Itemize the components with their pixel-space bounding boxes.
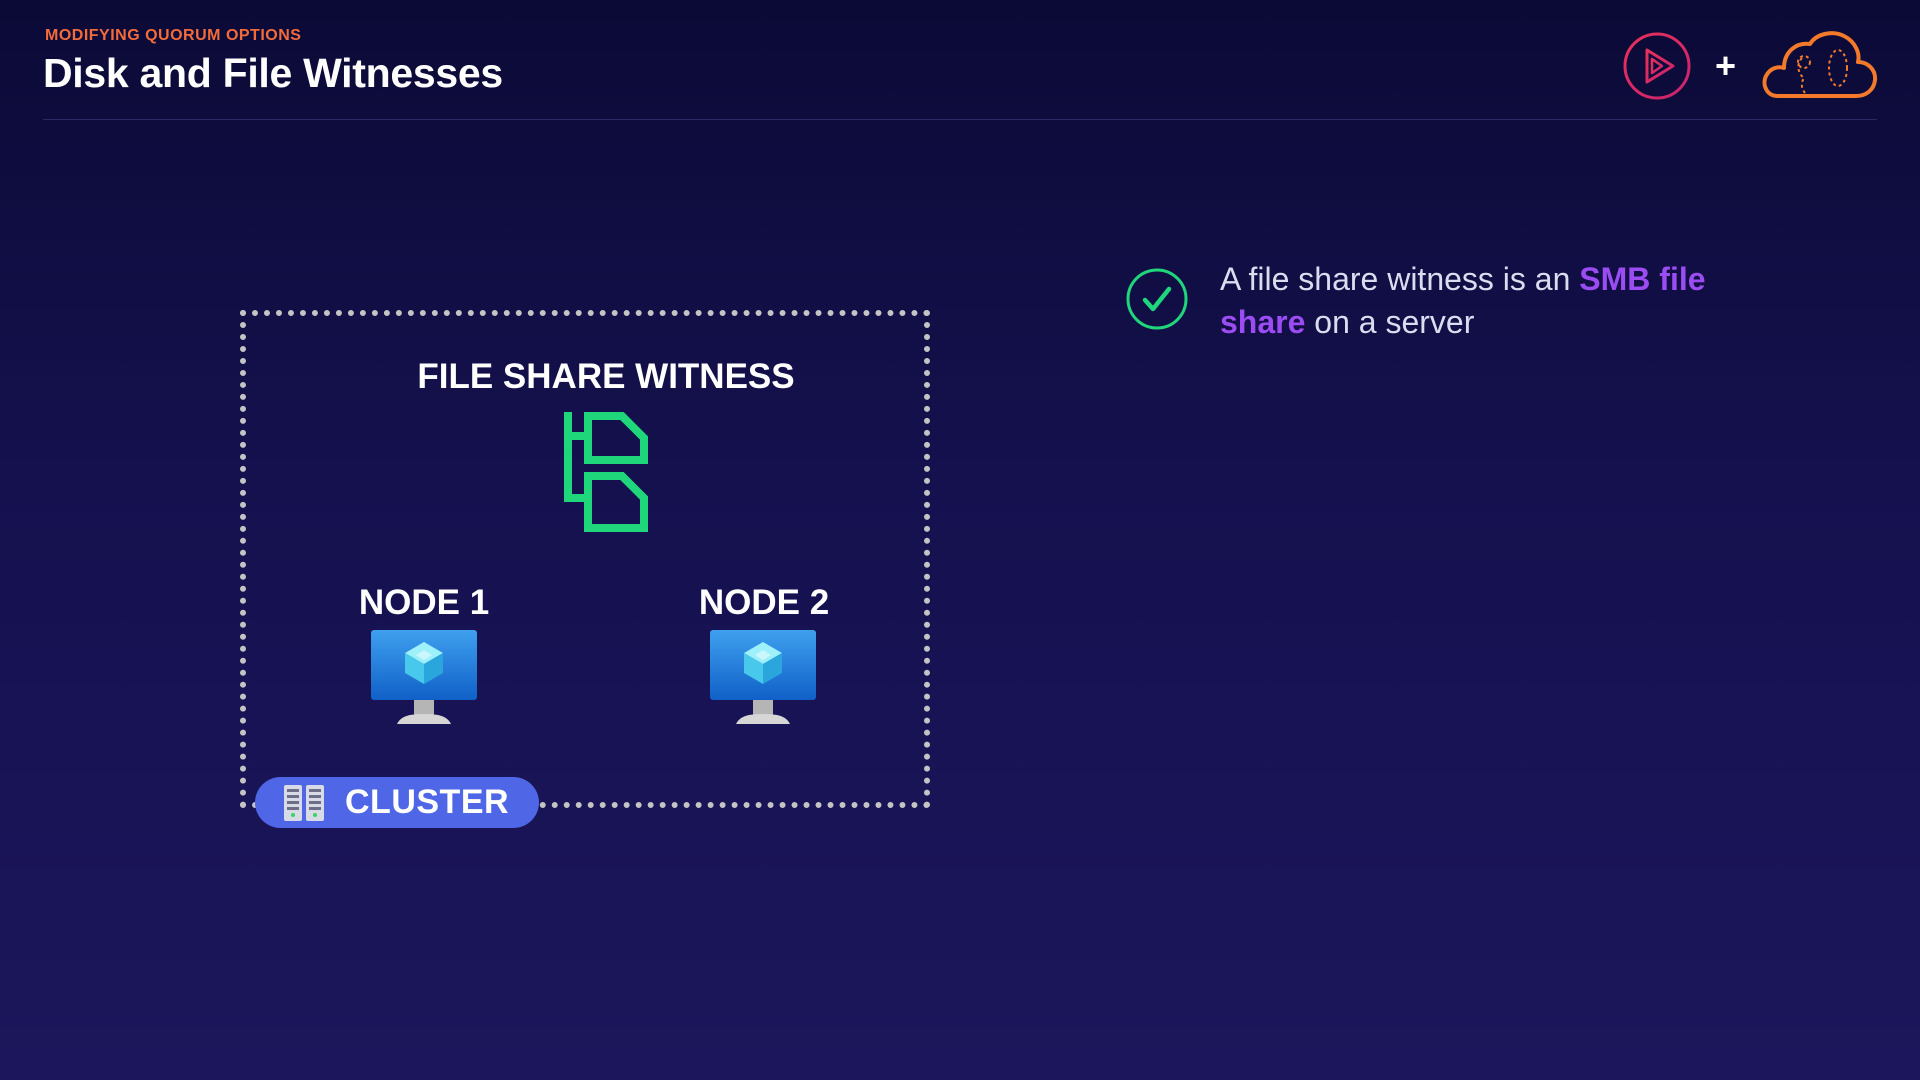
header-divider	[43, 119, 1877, 120]
page-title: Disk and File Witnesses	[43, 50, 503, 96]
cloud-logo-icon	[1762, 31, 1878, 98]
witness-label: FILE SHARE WITNESS	[417, 357, 795, 396]
bullet-text-part1: A file share witness is an	[1220, 261, 1580, 297]
logo-plus: +	[1715, 45, 1737, 86]
file-share-icon	[564, 412, 648, 532]
virtual-machine-monitor-icon	[371, 630, 477, 724]
play-logo-icon	[1623, 32, 1691, 100]
bullet-text: A file share witness is an SMB file shar…	[1220, 258, 1780, 344]
server-rack-icon	[284, 784, 324, 821]
cluster-label: CLUSTER	[345, 783, 510, 821]
eyebrow-label: MODIFYING QUORUM OPTIONS	[45, 27, 302, 44]
bullet-highlight: SMB file share	[1220, 261, 1706, 340]
node2-label: NODE 2	[698, 583, 830, 622]
cluster-badge: CLUSTER	[255, 777, 539, 828]
cluster-boundary	[240, 310, 930, 808]
virtual-machine-monitor-icon	[710, 630, 816, 724]
node1-label: NODE 1	[358, 583, 490, 622]
check-circle-icon	[1126, 268, 1188, 330]
bullet-text-part2: on a server	[1305, 304, 1475, 340]
